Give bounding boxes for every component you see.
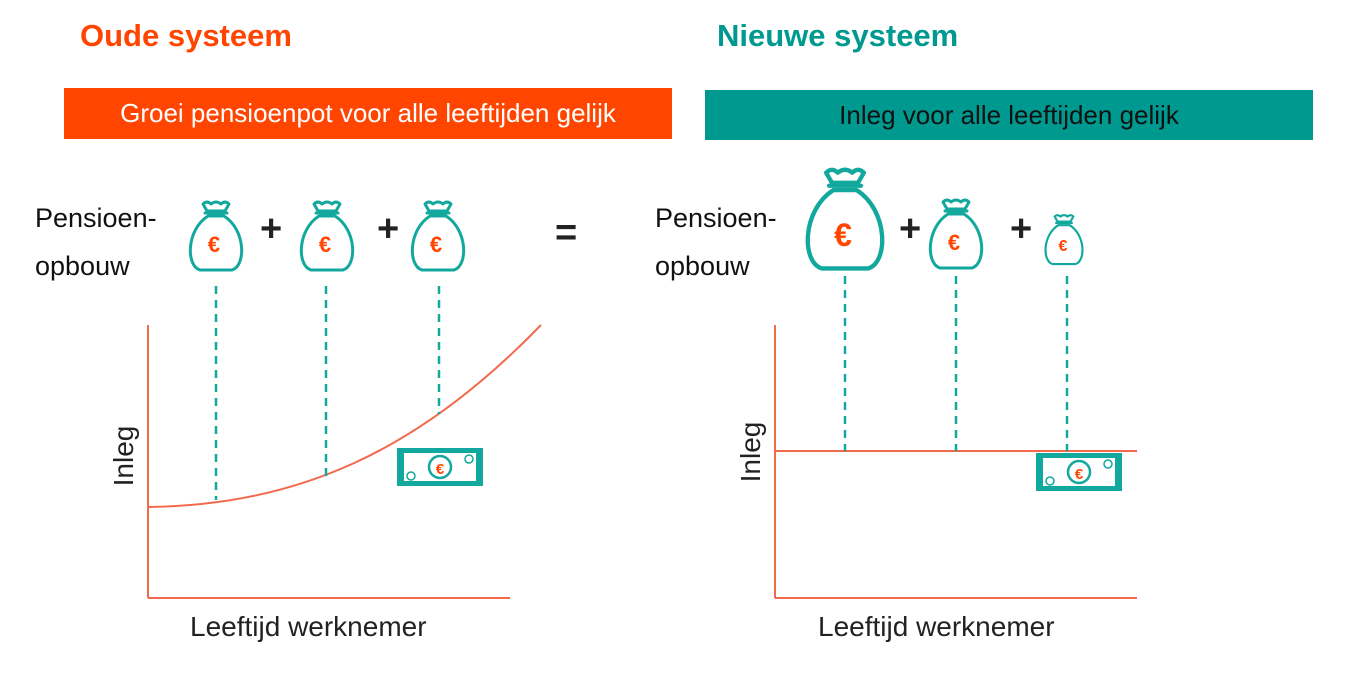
euro-symbol: €	[1075, 466, 1084, 483]
right-x-axis-label: Leeftijd werknemer	[818, 611, 1055, 642]
equals-sign: =	[555, 212, 578, 254]
left-side-label-1: Pensioen-	[35, 203, 157, 233]
left-banner: Groei pensioenpot voor alle leeftijden g…	[64, 88, 672, 139]
right-title: Nieuwe systeem	[717, 18, 959, 53]
right-plus-2: +	[1010, 208, 1033, 250]
left-side-label-2: opbouw	[35, 251, 130, 281]
right-side-label-2: opbouw	[655, 251, 750, 281]
left-plus-2: +	[377, 208, 400, 250]
right-banner: Inleg voor alle leeftijden gelijk	[705, 90, 1313, 140]
euro-symbol: €	[834, 217, 852, 253]
left-x-axis-label: Leeftijd werknemer	[190, 611, 427, 642]
right-plus-1: +	[899, 208, 922, 250]
euro-symbol: €	[430, 232, 442, 257]
left-growth-curve	[147, 324, 542, 508]
euro-symbol: €	[1059, 238, 1068, 255]
right-side-label-1: Pensioen-	[655, 203, 777, 233]
euro-symbol: €	[319, 232, 331, 257]
left-title: Oude systeem	[80, 18, 292, 53]
euro-symbol: €	[208, 232, 220, 257]
left-plus-1: +	[260, 208, 283, 250]
euro-symbol: €	[436, 461, 445, 478]
euro-symbol: €	[948, 230, 960, 255]
